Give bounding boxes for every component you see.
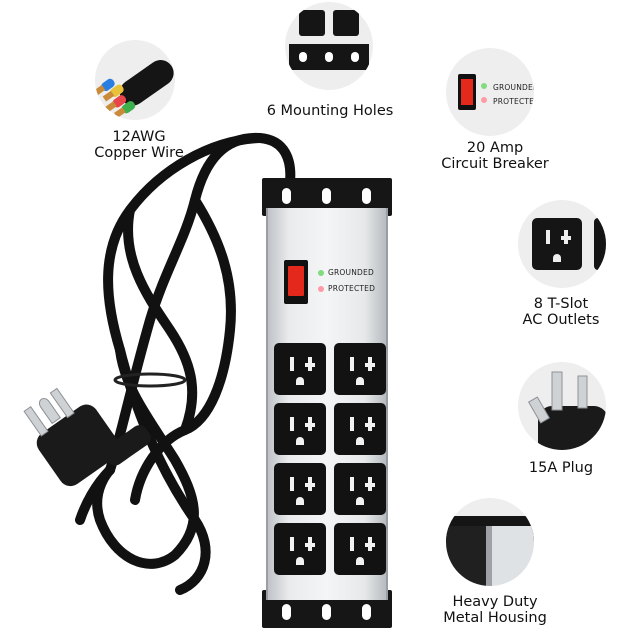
mounting-hole — [362, 188, 371, 204]
outlet-slot — [290, 357, 294, 371]
ac-outlet[interactable] — [274, 463, 326, 515]
outlet-slot — [290, 477, 294, 491]
outlet-slot — [365, 423, 375, 427]
outlet-slot — [290, 417, 294, 431]
outlet-slot — [350, 477, 354, 491]
outlet-slot — [290, 537, 294, 551]
ac-outlet[interactable] — [274, 343, 326, 395]
outlet-slot — [305, 543, 315, 547]
ac-outlet[interactable] — [334, 403, 386, 455]
ac-outlet[interactable] — [274, 523, 326, 575]
metal-housing-image — [446, 498, 534, 586]
outlet-slot — [296, 557, 304, 565]
protected-indicator-text: PROTECTED — [328, 284, 376, 293]
outlet-slot — [356, 497, 364, 505]
outlet-slot — [305, 483, 315, 487]
outlet-slot — [356, 377, 364, 385]
outlet-slot — [365, 543, 375, 547]
ac-outlet[interactable] — [334, 523, 386, 575]
outlet-slot — [296, 377, 304, 385]
outlet-slot — [350, 357, 354, 371]
ac-outlet[interactable] — [334, 463, 386, 515]
metal-housing: GROUNDED PROTECTED — [266, 208, 388, 600]
outlet-slot — [296, 497, 304, 505]
outlet-slot — [305, 423, 315, 427]
mounting-hole — [322, 604, 331, 620]
mounting-hole — [282, 188, 291, 204]
plug-label: 15A Plug — [528, 460, 594, 476]
outlet-slot — [296, 437, 304, 445]
grounded-led-icon — [318, 270, 324, 276]
power-strip: GROUNDED PROTECTED — [262, 178, 392, 628]
copper-wire-image — [95, 40, 175, 120]
breaker-grounded-text: GROUNDED — [493, 83, 534, 92]
plug-image — [518, 362, 606, 450]
outlet-slot — [350, 537, 354, 551]
outlet-slot — [356, 437, 364, 445]
outlet-slot — [365, 363, 375, 367]
circuit-breaker-image: GROUNDED PROTECTED — [446, 48, 534, 136]
outlet-slot — [356, 557, 364, 565]
outlet-slot — [350, 417, 354, 431]
mounting-hole — [362, 604, 371, 620]
mounting-holes-image — [285, 2, 373, 90]
circuit-breaker-switch[interactable] — [284, 260, 308, 304]
grounded-indicator-text: GROUNDED — [328, 268, 374, 277]
ac-outlet[interactable] — [334, 343, 386, 395]
outlet-slot — [365, 483, 375, 487]
outlet-image — [518, 200, 606, 288]
breaker-protected-text: PROTECTED — [493, 97, 534, 106]
mounting-hole — [322, 188, 331, 204]
mounting-holes-label: 6 Mounting Holes — [266, 103, 394, 119]
outlet-slot — [305, 363, 315, 367]
protected-led-icon — [318, 286, 324, 292]
mounting-hole — [282, 604, 291, 620]
ac-outlet[interactable] — [274, 403, 326, 455]
